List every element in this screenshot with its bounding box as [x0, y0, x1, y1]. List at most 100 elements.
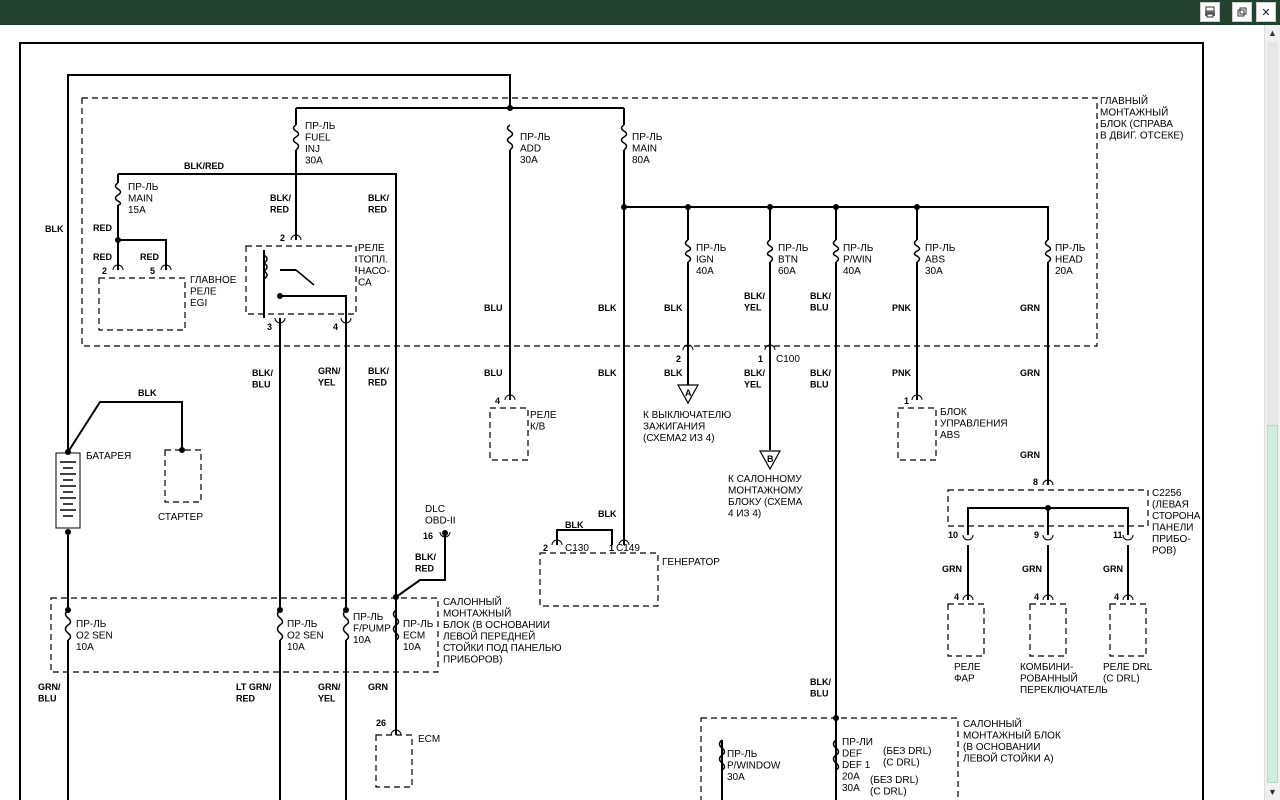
wire-label: RED: [368, 205, 388, 215]
bottom-fuse-label: ECM: [403, 631, 425, 642]
fuse-row-label: ПР-ЛЬ: [696, 243, 727, 254]
pwindow-fuse-label: ПР-ЛЬ: [727, 749, 758, 760]
wire-label: BLU: [810, 303, 829, 313]
wire-label: BLU: [810, 689, 829, 699]
headlamp-relay-label: РЕЛЕ: [954, 662, 981, 673]
wire-label: BLK/: [810, 368, 831, 378]
bottom-fuse-label: ПР-ЛЬ: [287, 619, 318, 630]
wire-label: RED: [368, 378, 388, 388]
fuse-fuel-inj-label: 30A: [305, 156, 323, 167]
restore-icon[interactable]: [1232, 2, 1252, 22]
interior-block-label: СТОЙКИ ПОД ПАНЕЛЬЮ: [443, 641, 562, 654]
wire-label: BLU: [484, 368, 503, 378]
pin-number: 10: [948, 530, 958, 540]
wire-label: BLK/: [368, 366, 389, 376]
interior-block-label: САЛОННЫЙ: [443, 595, 502, 608]
close-icon[interactable]: ✕: [1256, 2, 1276, 22]
pin-number: 1: [758, 354, 763, 364]
wire-label: BLK/: [744, 291, 765, 301]
interior-block-ref-label: К САЛОННОМУ: [728, 474, 802, 485]
wire-label: BLU: [484, 303, 503, 313]
c2256-connector-label: СТОРОНА: [1152, 511, 1201, 522]
wire-label: BLK/: [368, 193, 389, 203]
egi-relay-label: РЕЛЕ: [190, 287, 217, 298]
pwindow-fuse-label: 30A: [727, 772, 745, 783]
wire-label: RED: [270, 205, 290, 215]
wire-label: BLK: [664, 303, 683, 313]
dlc-label: OBD-II: [425, 516, 456, 527]
interior-block2-label: (В ОСНОВАНИИ: [963, 742, 1040, 753]
c2256-connector-label: C2256: [1152, 488, 1182, 499]
printer-icon[interactable]: [1200, 2, 1220, 22]
scroll-down-icon[interactable]: ▼: [1268, 787, 1277, 797]
scroll-thumb[interactable]: [1267, 425, 1278, 783]
combo-switch-label: РОВАННЫЙ: [1020, 672, 1078, 685]
def-fuse-label: ПР-ЛИ: [842, 737, 873, 748]
main-fuse-block-label: МОНТАЖНЫЙ: [1100, 106, 1168, 119]
main-fuse-block-label: ГЛАВНЫЙ: [1100, 94, 1148, 107]
wire-label: BLK: [664, 368, 683, 378]
generator-label: ГЕНЕРАТОР: [662, 557, 720, 568]
pin-number: 4: [333, 322, 338, 332]
vertical-scrollbar[interactable]: ▲ ▼: [1264, 25, 1280, 800]
battery-label: БАТАРЕЯ: [86, 451, 131, 462]
marker-a: A: [685, 388, 692, 398]
main-fuse-block-label: В ДВИГ. ОТСЕКЕ): [1100, 131, 1183, 142]
interior-block-label: БЛОК (В ОСНОВАНИИ: [443, 620, 550, 631]
wire-label: YEL: [744, 303, 762, 313]
wire-label: GRN: [942, 564, 962, 574]
wire-label: BLK: [598, 303, 617, 313]
pin-number: 2: [280, 233, 285, 243]
wire-label: PNK: [892, 368, 912, 378]
fuse-add-label: ADD: [520, 144, 541, 155]
pin-number: 4: [954, 592, 959, 602]
bottom-fuse-label: ПР-ЛЬ: [353, 612, 384, 623]
def-note-label: (С DRL): [883, 758, 920, 769]
connector-label: C130: [565, 543, 589, 554]
wire-label: GRN: [1020, 450, 1040, 460]
scroll-up-icon[interactable]: ▲: [1268, 28, 1277, 38]
def-note-label: (БЕЗ DRL): [870, 775, 919, 786]
abs-unit-label: УПРАВЛЕНИЯ: [940, 419, 1008, 430]
fuse-row-label: 60A: [778, 266, 796, 277]
ignition-switch-ref-label: ЗАЖИГАНИЯ: [643, 422, 705, 433]
ignition-switch-ref-label: К ВЫКЛЮЧАТЕЛЮ: [643, 410, 731, 421]
c2256-connector-label: (ЛЕВАЯ: [1152, 500, 1189, 511]
abs-unit-label: ABS: [940, 430, 960, 441]
interior-block-label: ЛЕВОЙ ПЕРЕДНЕЙ: [443, 630, 535, 643]
wire-label: BLK: [565, 520, 584, 530]
battery-symbol: [55, 452, 81, 529]
wire-label: BLU: [252, 380, 271, 390]
wire-label: BLK: [598, 368, 617, 378]
fuse-main-80a-label: 80A: [632, 155, 650, 166]
def-note-label: (С DRL): [870, 787, 907, 798]
starter-label: СТАРТЕР: [158, 512, 203, 523]
wire-label: GRN/: [318, 366, 341, 376]
ignition-switch-ref-label: (СХЕМА2 ИЗ 4): [643, 433, 715, 444]
fuel-pump-relay-label: НАСО-: [358, 266, 390, 277]
wire-label: BLK/RED: [184, 161, 224, 171]
wire-label: GRN/: [38, 682, 61, 692]
wire-label: BLK/: [744, 368, 765, 378]
pin-number: 16: [423, 531, 433, 541]
fuse-row-label: ПР-ЛЬ: [843, 243, 874, 254]
interior-block-ref-label: БЛОКУ (СХЕМА: [728, 497, 803, 508]
interior-block2-label: ЛЕВОЙ СТОЙКИ А): [963, 752, 1054, 765]
wire-label: PNK: [892, 303, 912, 313]
wire-label: YEL: [318, 694, 336, 704]
egi-relay-label: ГЛАВНОЕ: [190, 275, 237, 286]
wire-label: BLK: [138, 388, 157, 398]
scroll-track[interactable]: [1267, 42, 1278, 425]
pin-number: 4: [1114, 592, 1119, 602]
pin-number: 26: [376, 718, 386, 728]
combo-switch-label: КОМБИНИ-: [1020, 662, 1073, 673]
fuse-row-label: 40A: [843, 266, 861, 277]
wire-label: GRN: [1020, 303, 1040, 313]
pin-number: 1: [904, 396, 909, 406]
bottom-fuse-label: F/PUMP: [353, 624, 391, 635]
drl-relay-label: (С DRL): [1103, 674, 1140, 685]
fuse-row-label: BTN: [778, 255, 798, 266]
pin-number: 4: [495, 396, 500, 406]
fuse-row-label: 40A: [696, 266, 714, 277]
